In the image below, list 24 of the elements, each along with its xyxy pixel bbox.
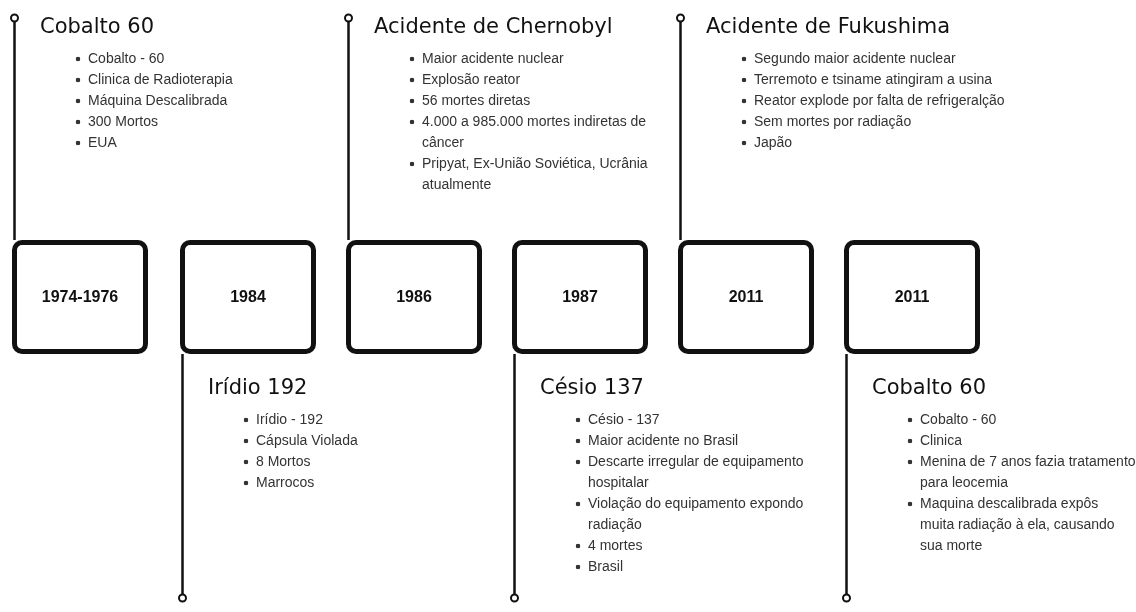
year-box	[512, 240, 648, 354]
year-label: 1987	[562, 288, 598, 306]
year-label: 1986	[396, 288, 432, 306]
event-heading: Acidente de Chernobyl	[374, 14, 613, 38]
year-label: 1974-1976	[41, 288, 119, 306]
event-heading: Césio 137	[540, 375, 644, 399]
timeline-connector	[10, 13, 19, 240]
timeline-connector	[842, 354, 851, 603]
event-heading: Cobalto 60	[872, 375, 987, 399]
timeline-connector	[676, 13, 685, 240]
year-label: 2011	[728, 288, 764, 306]
year-box	[844, 240, 980, 354]
year-label: 1984	[230, 288, 266, 306]
timeline-connector	[510, 354, 519, 603]
timeline-connector	[344, 13, 353, 240]
year-box	[12, 240, 148, 354]
timeline-connector	[178, 354, 187, 603]
event-heading: Cobalto 60	[40, 14, 155, 38]
year-box	[678, 240, 814, 354]
year-box	[346, 240, 482, 354]
year-box	[180, 240, 316, 354]
event-heading: Acidente de Fukushima	[706, 14, 951, 38]
year-label: 2011	[894, 288, 930, 306]
event-heading: Irídio 192	[208, 375, 308, 399]
